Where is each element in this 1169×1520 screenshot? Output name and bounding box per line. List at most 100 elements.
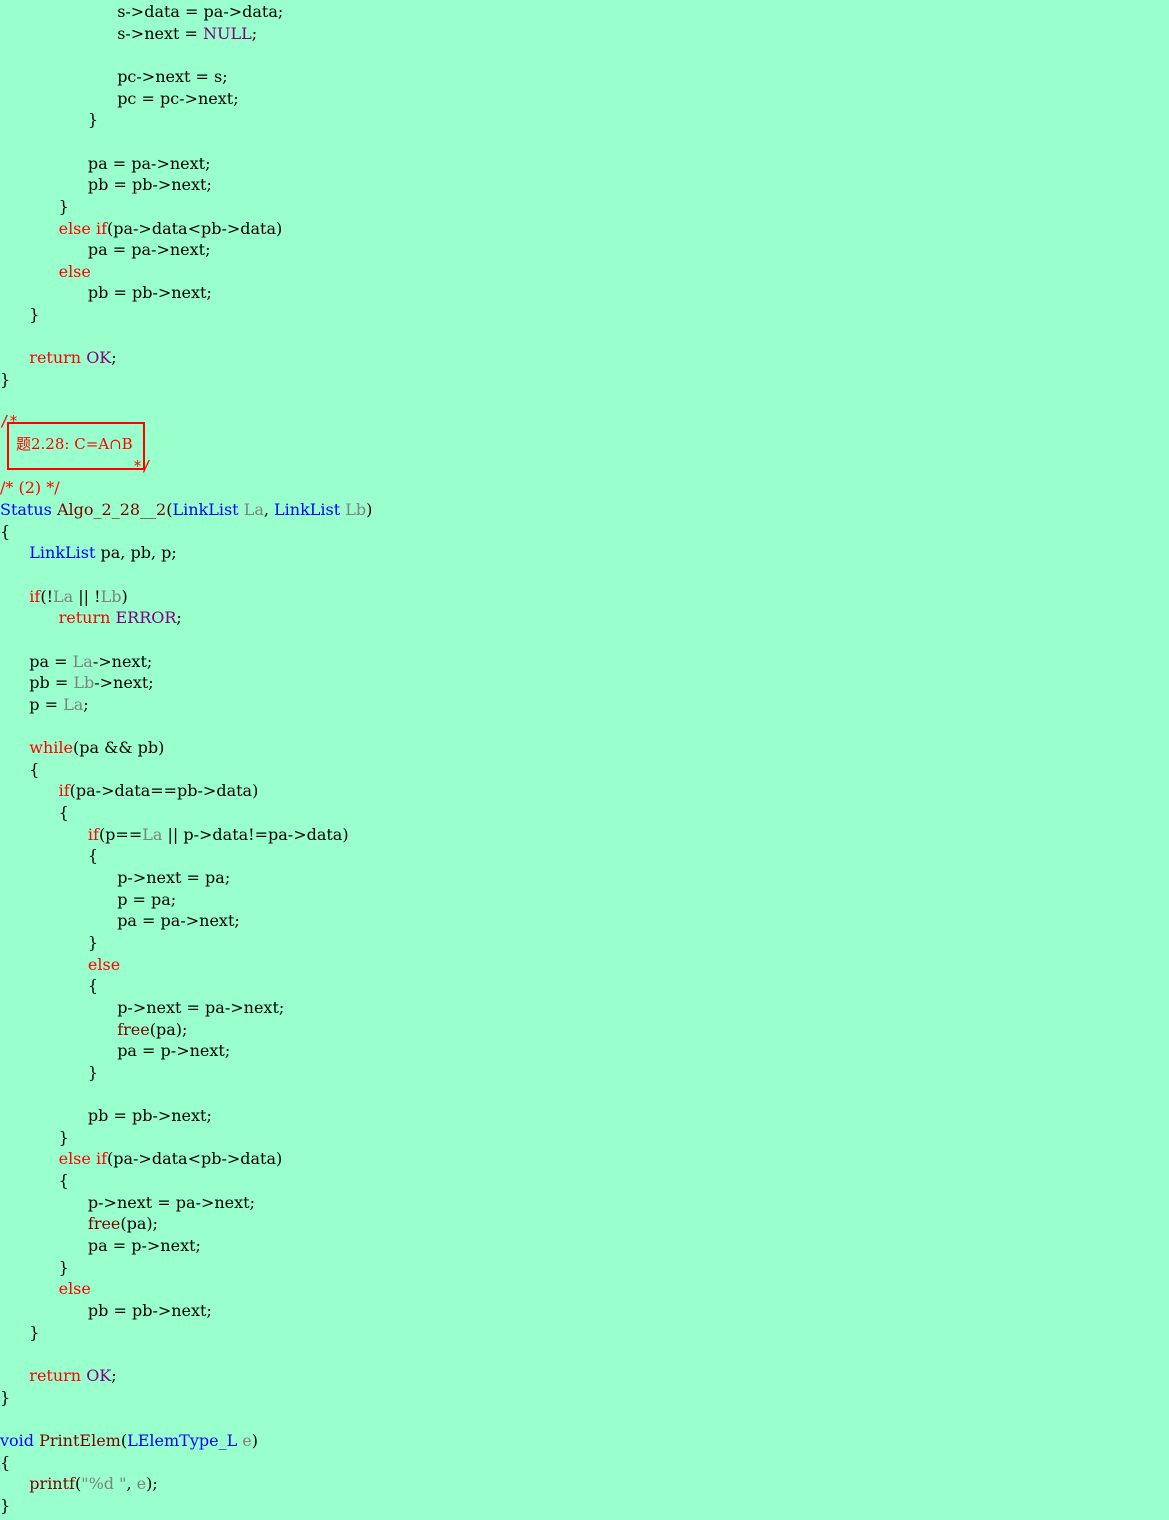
code-token-id: (pa && pb) (73, 738, 165, 758)
code-token-type: LElemType_L (127, 1430, 243, 1450)
code-line: LinkList pa, pb, p; (29, 542, 176, 564)
code-token-kw: if (29, 586, 41, 606)
code-token-kw: else (58, 261, 91, 281)
code-token-id: } (0, 1387, 11, 1407)
code-token-id: { (29, 759, 40, 779)
code-token-kw: else (87, 954, 121, 974)
boxed-comment: /* 题2.28: C=A∩B */ (0, 412, 160, 478)
code-line: p = pa; (117, 889, 176, 911)
code-line: p->next = pa; (117, 867, 230, 889)
code-line: if(p==La || p->data!=pa->data) (88, 824, 349, 846)
code-line: else if(pa->data<pb->data) (59, 218, 283, 240)
code-token-id: } (58, 1127, 69, 1147)
code-line: pb = pb->next; (88, 1105, 212, 1127)
code-token-id: ( (120, 1430, 128, 1450)
code-line: } (88, 1062, 98, 1084)
code-token-param: Lb (345, 499, 367, 519)
code-line: else if(pa->data<pb->data) (59, 1148, 283, 1170)
code-token-id: { (0, 521, 11, 541)
code-line: pa = pa->next; (88, 239, 211, 261)
code-token-id: } (58, 196, 69, 216)
code-line: printf("%d ", e); (29, 1473, 157, 1495)
code-token-id: , (263, 499, 275, 519)
code-line: { (88, 975, 98, 997)
code-line: } (29, 304, 39, 326)
code-token-id: (pa->data<pb->data) (106, 1149, 283, 1169)
code-token-id: s->data = pa->data; (117, 2, 284, 21)
code-line: pb = Lb->next; (29, 672, 153, 694)
code-token-id: ) (251, 1430, 258, 1450)
code-line: { (59, 1170, 69, 1192)
code-token-id: s->next = (117, 23, 204, 43)
code-token-param: La (53, 586, 74, 606)
code-line: pb = pb->next; (88, 282, 212, 304)
code-line: else (88, 954, 120, 976)
code-line: } (0, 369, 10, 391)
code-line: } (29, 1322, 39, 1344)
code-line: s->next = NULL; (117, 23, 257, 45)
code-token-id: pa = pa->next; (87, 153, 211, 173)
code-token-const: OK (86, 1365, 112, 1385)
code-token-param: Lb (100, 586, 122, 606)
code-token-param: La (243, 499, 264, 519)
code-line: } (88, 109, 98, 131)
code-token-id: ->next; (92, 651, 153, 671)
code-token-kw: return (58, 608, 116, 628)
code-token-fn: Algo_2_28__2 (56, 499, 167, 519)
code-token-id: p = pa; (117, 889, 177, 909)
code-line: } (59, 1127, 69, 1149)
code-token-param: e (242, 1430, 252, 1450)
code-token-id: pa, pb, p; (100, 543, 177, 563)
code-token-id: (pa); (120, 1214, 159, 1234)
code-token-id: ) (366, 499, 373, 519)
code-token-id: pa = (29, 651, 73, 671)
code-token-id: pc->next = s; (117, 66, 228, 86)
code-line: } (0, 1387, 10, 1409)
code-token-kw: if (58, 781, 70, 801)
code-token-id: ->next; (94, 673, 154, 693)
code-line: } (59, 196, 69, 218)
comment-start: /* (0, 412, 19, 430)
code-token-id: ; (176, 608, 182, 628)
code-token-fn: PrintElem (39, 1430, 121, 1450)
code-token-id: pb = pb->next; (87, 283, 212, 303)
code-token-id: pb = (29, 673, 74, 693)
code-line: /* (2) */ (0, 477, 60, 499)
code-token-type: void (0, 1430, 40, 1450)
code-token-id: p->next = pa->next; (117, 997, 285, 1017)
comment-box-frame (7, 422, 145, 470)
code-token-const: NULL (203, 23, 252, 43)
code-line: return OK; (29, 347, 116, 369)
code-line: pc->next = s; (117, 66, 227, 88)
code-line: { (0, 521, 10, 543)
code-token-id: { (87, 846, 99, 866)
code-token-id: p = (29, 694, 64, 714)
code-token-kw: return (29, 348, 87, 368)
code-token-id: pa = pa->next; (87, 240, 211, 260)
code-token-id: pa = p->next; (87, 1236, 201, 1256)
code-line: pb = pb->next; (88, 174, 212, 196)
code-line: { (59, 802, 69, 824)
code-token-id: (pa); (149, 1019, 188, 1039)
comment-end: */ (133, 457, 152, 475)
comment-title: 题2.28: C=A∩B (16, 435, 133, 453)
code-token-id: (pa->data==pb->data) (69, 781, 259, 801)
code-line: } (88, 932, 98, 954)
code-token-kw: if (87, 824, 99, 844)
code-token-id: pb = pb->next; (87, 1106, 212, 1126)
code-line: pa = La->next; (29, 651, 152, 673)
code-token-id: (! (40, 586, 54, 606)
code-token-id: { (87, 976, 99, 996)
code-line: s->data = pa->data; (117, 1, 283, 23)
code-line: pa = pa->next; (117, 910, 240, 932)
code-token-id: ; (111, 1365, 117, 1385)
code-token-id: (pa->data<pb->data) (106, 218, 283, 238)
code-token-kw: return (29, 1365, 87, 1385)
code-line: pa = pa->next; (88, 153, 211, 175)
code-token-id: (p== (98, 824, 143, 844)
code-token-id: || ! (73, 586, 101, 606)
code-token-id: , (126, 1474, 137, 1494)
code-line: { (88, 845, 98, 867)
code-token-fn: free (117, 1019, 150, 1039)
